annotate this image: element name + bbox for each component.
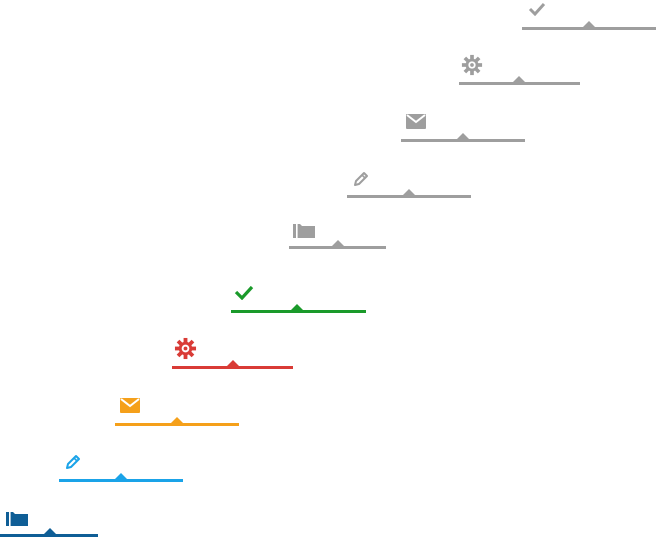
step-pencil-active[interactable] xyxy=(59,451,183,484)
gear-icon xyxy=(174,337,197,360)
pencil-icon xyxy=(66,455,80,469)
mail-icon xyxy=(406,114,426,129)
check-icon xyxy=(528,2,546,16)
step-folder-active[interactable] xyxy=(0,507,98,538)
step-pointer xyxy=(171,417,183,423)
check-icon xyxy=(234,285,254,300)
step-underline xyxy=(459,82,580,85)
step-check-inactive[interactable] xyxy=(522,0,656,32)
step-pointer xyxy=(227,360,239,366)
step-pointer xyxy=(457,133,469,139)
step-underline xyxy=(115,423,239,426)
pencil-icon xyxy=(354,172,368,186)
step-pointer xyxy=(332,240,344,246)
step-pencil-inactive[interactable] xyxy=(347,168,471,201)
step-underline xyxy=(347,195,471,198)
step-pointer xyxy=(291,304,303,310)
step-underline xyxy=(401,139,525,142)
step-underline xyxy=(522,27,656,30)
step-underline xyxy=(231,310,366,313)
step-check-active[interactable] xyxy=(231,282,366,314)
step-pointer xyxy=(513,76,525,82)
step-gear-inactive[interactable] xyxy=(459,52,580,86)
folder-icon xyxy=(293,224,315,238)
step-mail-inactive[interactable] xyxy=(401,110,525,144)
step-underline xyxy=(0,534,98,537)
step-folder-inactive[interactable] xyxy=(289,220,386,252)
step-pointer xyxy=(403,189,415,195)
step-mail-active[interactable] xyxy=(115,394,239,428)
step-underline xyxy=(59,479,183,482)
step-pointer xyxy=(115,473,127,479)
step-underline xyxy=(289,246,386,249)
mail-icon xyxy=(120,398,140,413)
step-underline xyxy=(172,366,293,369)
step-gear-active[interactable] xyxy=(172,336,293,370)
step-pointer xyxy=(44,528,56,534)
step-pointer xyxy=(583,21,595,27)
gear-icon xyxy=(461,54,483,76)
folder-icon xyxy=(6,512,28,526)
